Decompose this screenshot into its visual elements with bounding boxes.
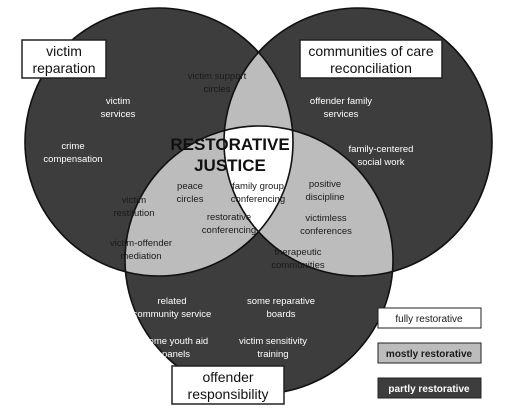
label-victim: victim reparation	[21, 39, 107, 79]
center-title-line2: JUSTICE	[194, 156, 266, 175]
item-victim-services-1: victim	[106, 96, 130, 107]
item-related-community-2: community service	[133, 309, 212, 320]
item-peace-circles-2: circles	[177, 194, 204, 205]
item-peace-circles-1: peace	[177, 181, 203, 192]
item-victim-offender-mediation-1: victim-offender	[110, 238, 172, 249]
outline-victim	[24, 7, 294, 277]
item-positive-discipline-1: positive	[309, 179, 341, 190]
item-victim-restitution-2: restitution	[113, 208, 154, 219]
item-therapeutic-communities-2: communities	[271, 260, 325, 271]
item-victimless-conferences-2: conferences	[300, 226, 352, 237]
legend-partly-label: partly restorative	[388, 384, 470, 395]
label-communities-line2: reconciliation	[330, 60, 412, 76]
item-victim-support-1: victim support	[188, 71, 247, 82]
item-therapeutic-communities-1: therapeutic	[274, 247, 321, 258]
label-offender-line2: responsibility	[188, 386, 269, 402]
label-offender-line1: offender	[202, 369, 253, 385]
item-victim-support-2: circles	[204, 84, 231, 95]
item-related-community-1: related	[157, 296, 186, 307]
item-victimless-conferences-1: victimless	[305, 213, 346, 224]
label-communities-line1: communities of care	[308, 43, 433, 59]
center-title-line1: RESTORATIVE	[170, 135, 289, 154]
item-youth-aid-2: panels	[162, 349, 190, 360]
label-victim-line2: reparation	[32, 60, 95, 76]
item-family-group-2: conferencing	[231, 194, 285, 205]
item-offender-family-2: services	[324, 109, 359, 120]
item-restorative-conferencing-1: restorative	[207, 212, 251, 223]
item-victim-sensitivity-1: victim sensitivity	[239, 336, 307, 347]
label-offender: offender responsibility	[171, 365, 285, 405]
legend-partly: partly restorative	[377, 377, 482, 399]
label-victim-line1: victim	[46, 43, 82, 59]
legend-mostly: mostly restorative	[377, 342, 482, 364]
item-victim-offender-mediation-2: mediation	[120, 251, 161, 262]
item-victim-sensitivity-2: training	[257, 349, 288, 360]
item-family-centered-1: family-centered	[349, 144, 414, 155]
outline-communities	[223, 7, 493, 277]
item-youth-aid-1: some youth aid	[144, 336, 208, 347]
legend-fully: fully restorative	[377, 307, 482, 329]
legend: fully restorative mostly restorative par…	[377, 307, 482, 399]
item-positive-discipline-2: discipline	[305, 192, 344, 203]
item-offender-family-1: offender family	[310, 96, 372, 107]
item-reparative-boards-1: some reparative	[247, 296, 315, 307]
item-victim-services-2: services	[101, 109, 136, 120]
item-family-centered-2: social work	[358, 157, 405, 168]
item-crime-compensation-1: crime	[61, 141, 84, 152]
item-family-group-1: family group	[232, 181, 284, 192]
item-crime-compensation-2: compensation	[43, 154, 102, 165]
legend-fully-label: fully restorative	[395, 314, 463, 325]
item-reparative-boards-2: boards	[266, 309, 295, 320]
label-communities: communities of care reconciliation	[299, 39, 443, 79]
legend-mostly-label: mostly restorative	[386, 349, 473, 360]
item-restorative-conferencing-2: conferencing	[202, 225, 256, 236]
item-victim-restitution-1: victim	[122, 195, 146, 206]
